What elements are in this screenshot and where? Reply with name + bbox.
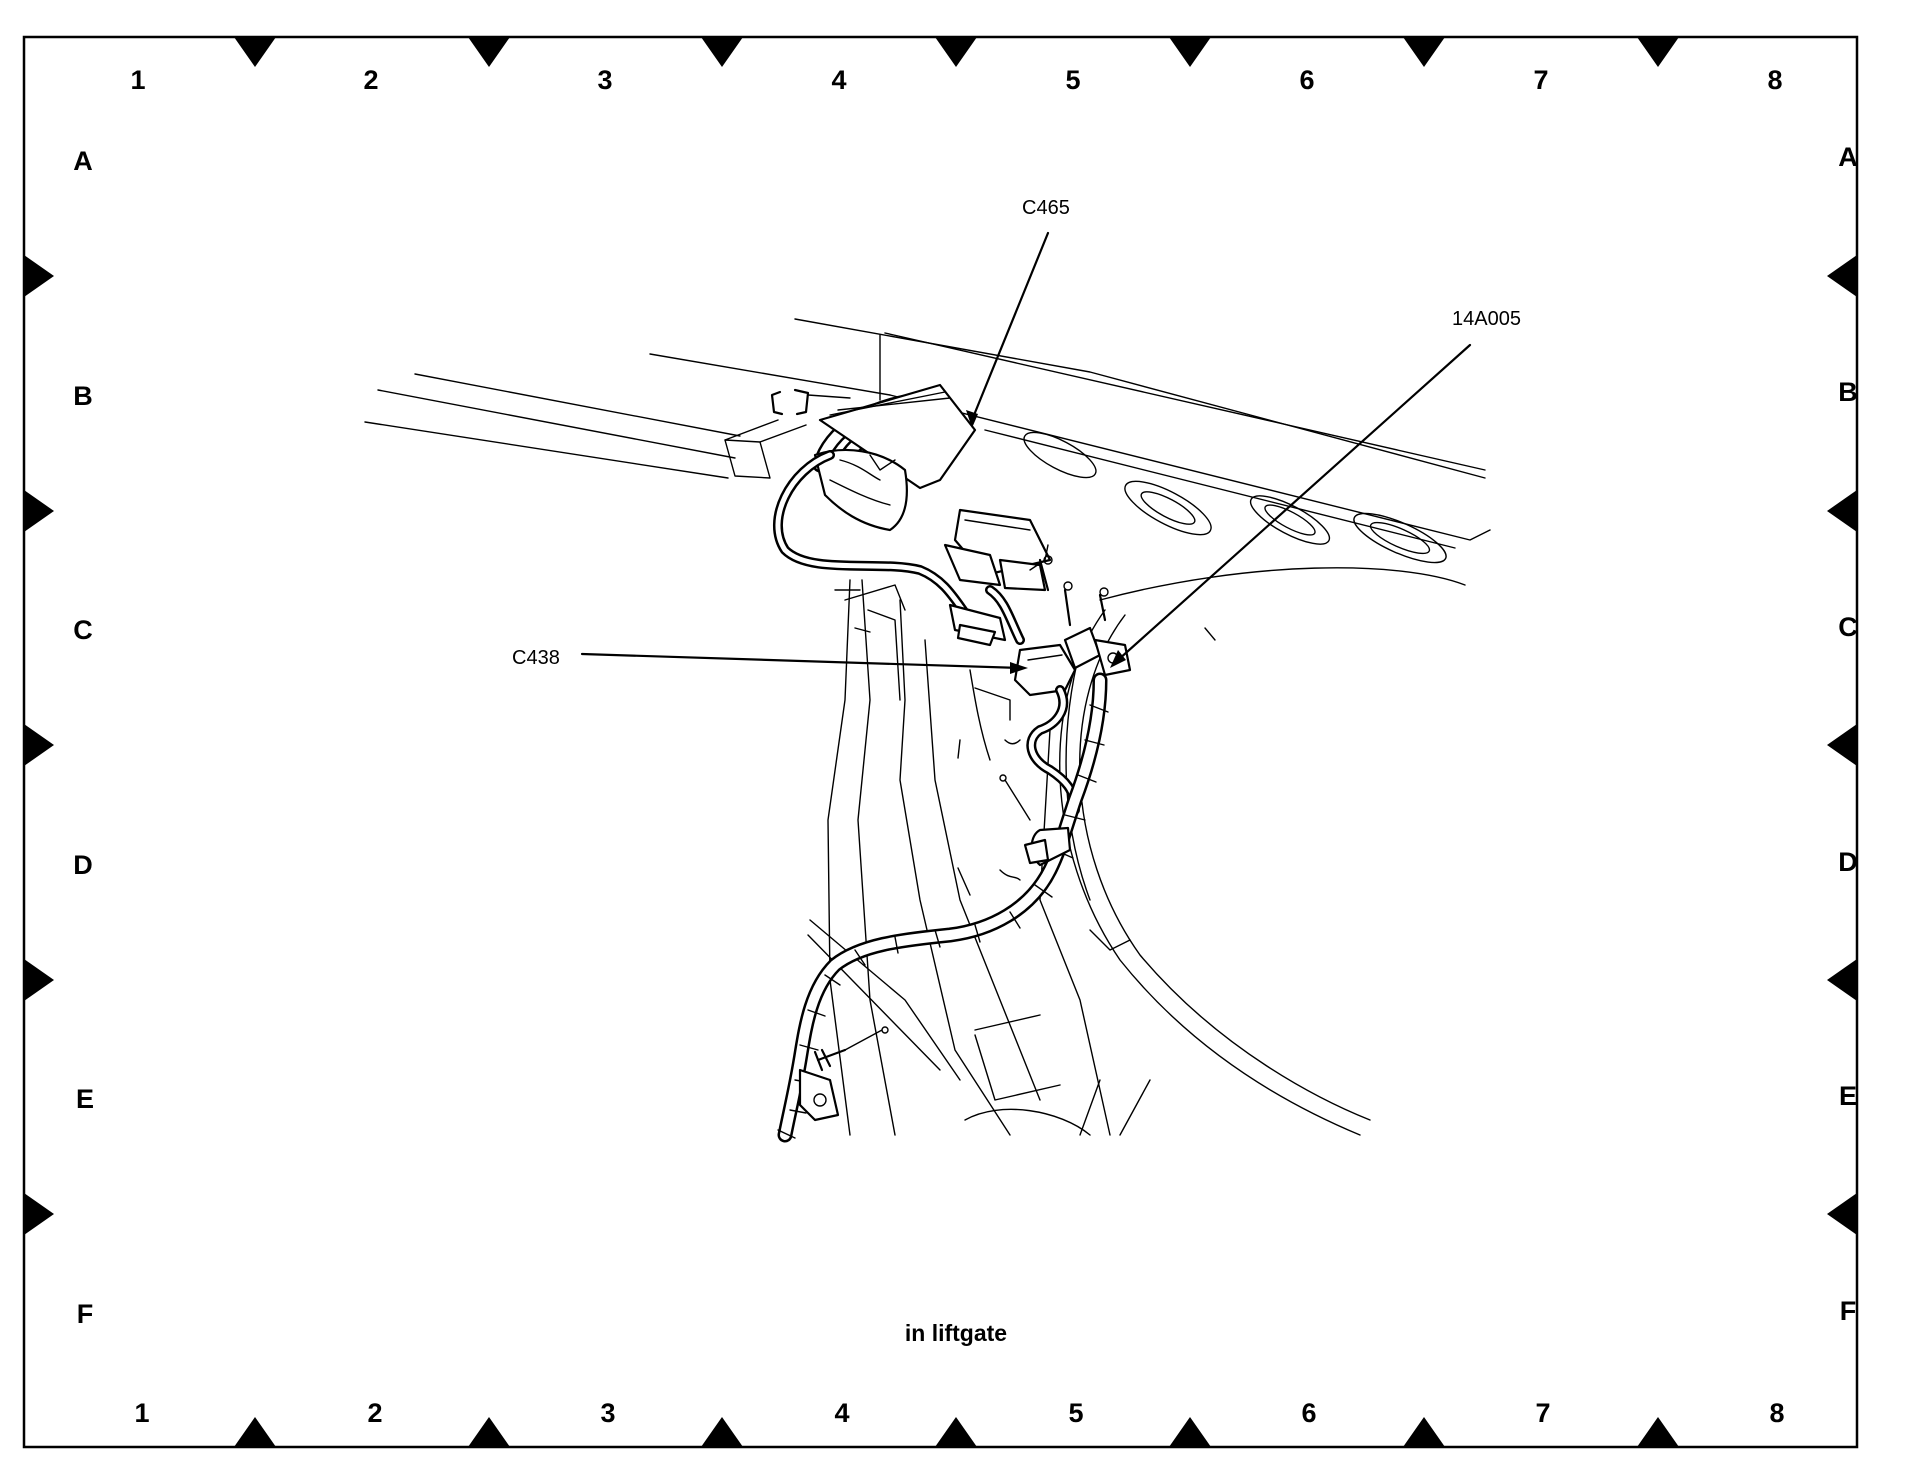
c438-arrowhead	[1010, 662, 1028, 674]
zone-marker-left-5	[24, 1193, 54, 1235]
col-label-2-top: 2	[363, 65, 378, 95]
callout-c465: C465	[1022, 197, 1070, 219]
column-labels-bottom: 1 2 3 4 5 6 7 8	[134, 1398, 1784, 1428]
diagram-caption: in liftgate	[905, 1320, 1007, 1346]
col-label-1-top: 1	[130, 65, 145, 95]
col-label-1-bottom: 1	[134, 1398, 149, 1428]
row-label-f-right: F	[1840, 1296, 1857, 1326]
zone-marker-left-1	[24, 255, 54, 297]
col-label-6-bottom: 6	[1301, 1398, 1316, 1428]
zone-marker-right-3	[1827, 724, 1857, 766]
zone-marker-top-5	[1169, 37, 1211, 67]
row-label-b-right: B	[1838, 377, 1858, 407]
row-label-f-left: F	[77, 1299, 94, 1329]
zone-marker-right-2	[1827, 490, 1857, 532]
zone-marker-top-3	[701, 37, 743, 67]
zone-marker-bottom-2	[468, 1417, 510, 1447]
harness-14a005	[777, 672, 1109, 1143]
zone-marker-right-4	[1827, 959, 1857, 1001]
zone-marker-top-7	[1637, 37, 1679, 67]
col-label-6-top: 6	[1299, 65, 1314, 95]
col-label-3-bottom: 3	[600, 1398, 615, 1428]
row-label-a-right: A	[1838, 142, 1858, 172]
connector-c465-assembly	[812, 383, 1052, 592]
row-label-d-left: D	[73, 850, 93, 880]
col-label-2-bottom: 2	[367, 1398, 382, 1428]
col-label-5-top: 5	[1065, 65, 1080, 95]
row-label-c-right: C	[1838, 612, 1858, 642]
zone-marker-left-2	[24, 490, 54, 532]
zone-marker-right-1	[1827, 255, 1857, 297]
zone-marker-bottom-7	[1637, 1417, 1679, 1447]
zone-marker-bottom-3	[701, 1417, 743, 1447]
zone-marker-bottom-4	[935, 1417, 977, 1447]
pigtail-cable	[772, 450, 1025, 647]
row-label-a-left: A	[73, 146, 93, 176]
zone-marker-top-4	[935, 37, 977, 67]
page-border	[22, 35, 1859, 1449]
zone-marker-top-6	[1403, 37, 1445, 67]
col-label-3-top: 3	[597, 65, 612, 95]
callout-leaders	[580, 231, 1472, 674]
column-labels-top: 1 2 3 4 5 6 7 8	[130, 65, 1782, 95]
zone-marker-left-4	[24, 959, 54, 1001]
row-label-b-left: B	[73, 381, 93, 411]
callout-14a005: 14A005	[1452, 308, 1521, 330]
row-label-d-right: D	[1838, 847, 1858, 877]
col-label-4-bottom: 4	[834, 1398, 849, 1428]
zone-marker-right-5	[1827, 1193, 1857, 1235]
connector-c438-assembly	[1013, 555, 1132, 815]
zone-marker-top-2	[468, 37, 510, 67]
col-label-4-top: 4	[831, 65, 846, 95]
row-label-e-left: E	[76, 1084, 94, 1114]
zone-marker-bottom-5	[1169, 1417, 1211, 1447]
zone-marker-bottom-1	[234, 1417, 276, 1447]
col-label-8-top: 8	[1767, 65, 1782, 95]
row-labels-left: A B C D E F	[73, 146, 94, 1329]
row-label-e-right: E	[1839, 1081, 1857, 1111]
row-label-c-left: C	[73, 615, 93, 645]
14a005-arrowhead	[1110, 650, 1126, 668]
row-labels-right: A B C D E F	[1838, 142, 1858, 1326]
col-label-7-top: 7	[1533, 65, 1548, 95]
zone-marker-left-3	[24, 724, 54, 766]
c465-arrowhead	[966, 410, 978, 428]
col-label-5-bottom: 5	[1068, 1398, 1083, 1428]
zone-marker-top-1	[234, 37, 276, 67]
zone-marker-bottom-6	[1403, 1417, 1445, 1447]
liftgate-structure	[364, 318, 1491, 1136]
callout-c438: C438	[512, 647, 560, 669]
col-label-8-bottom: 8	[1769, 1398, 1784, 1428]
zone-markers	[24, 37, 1857, 1447]
col-label-7-bottom: 7	[1535, 1398, 1550, 1428]
